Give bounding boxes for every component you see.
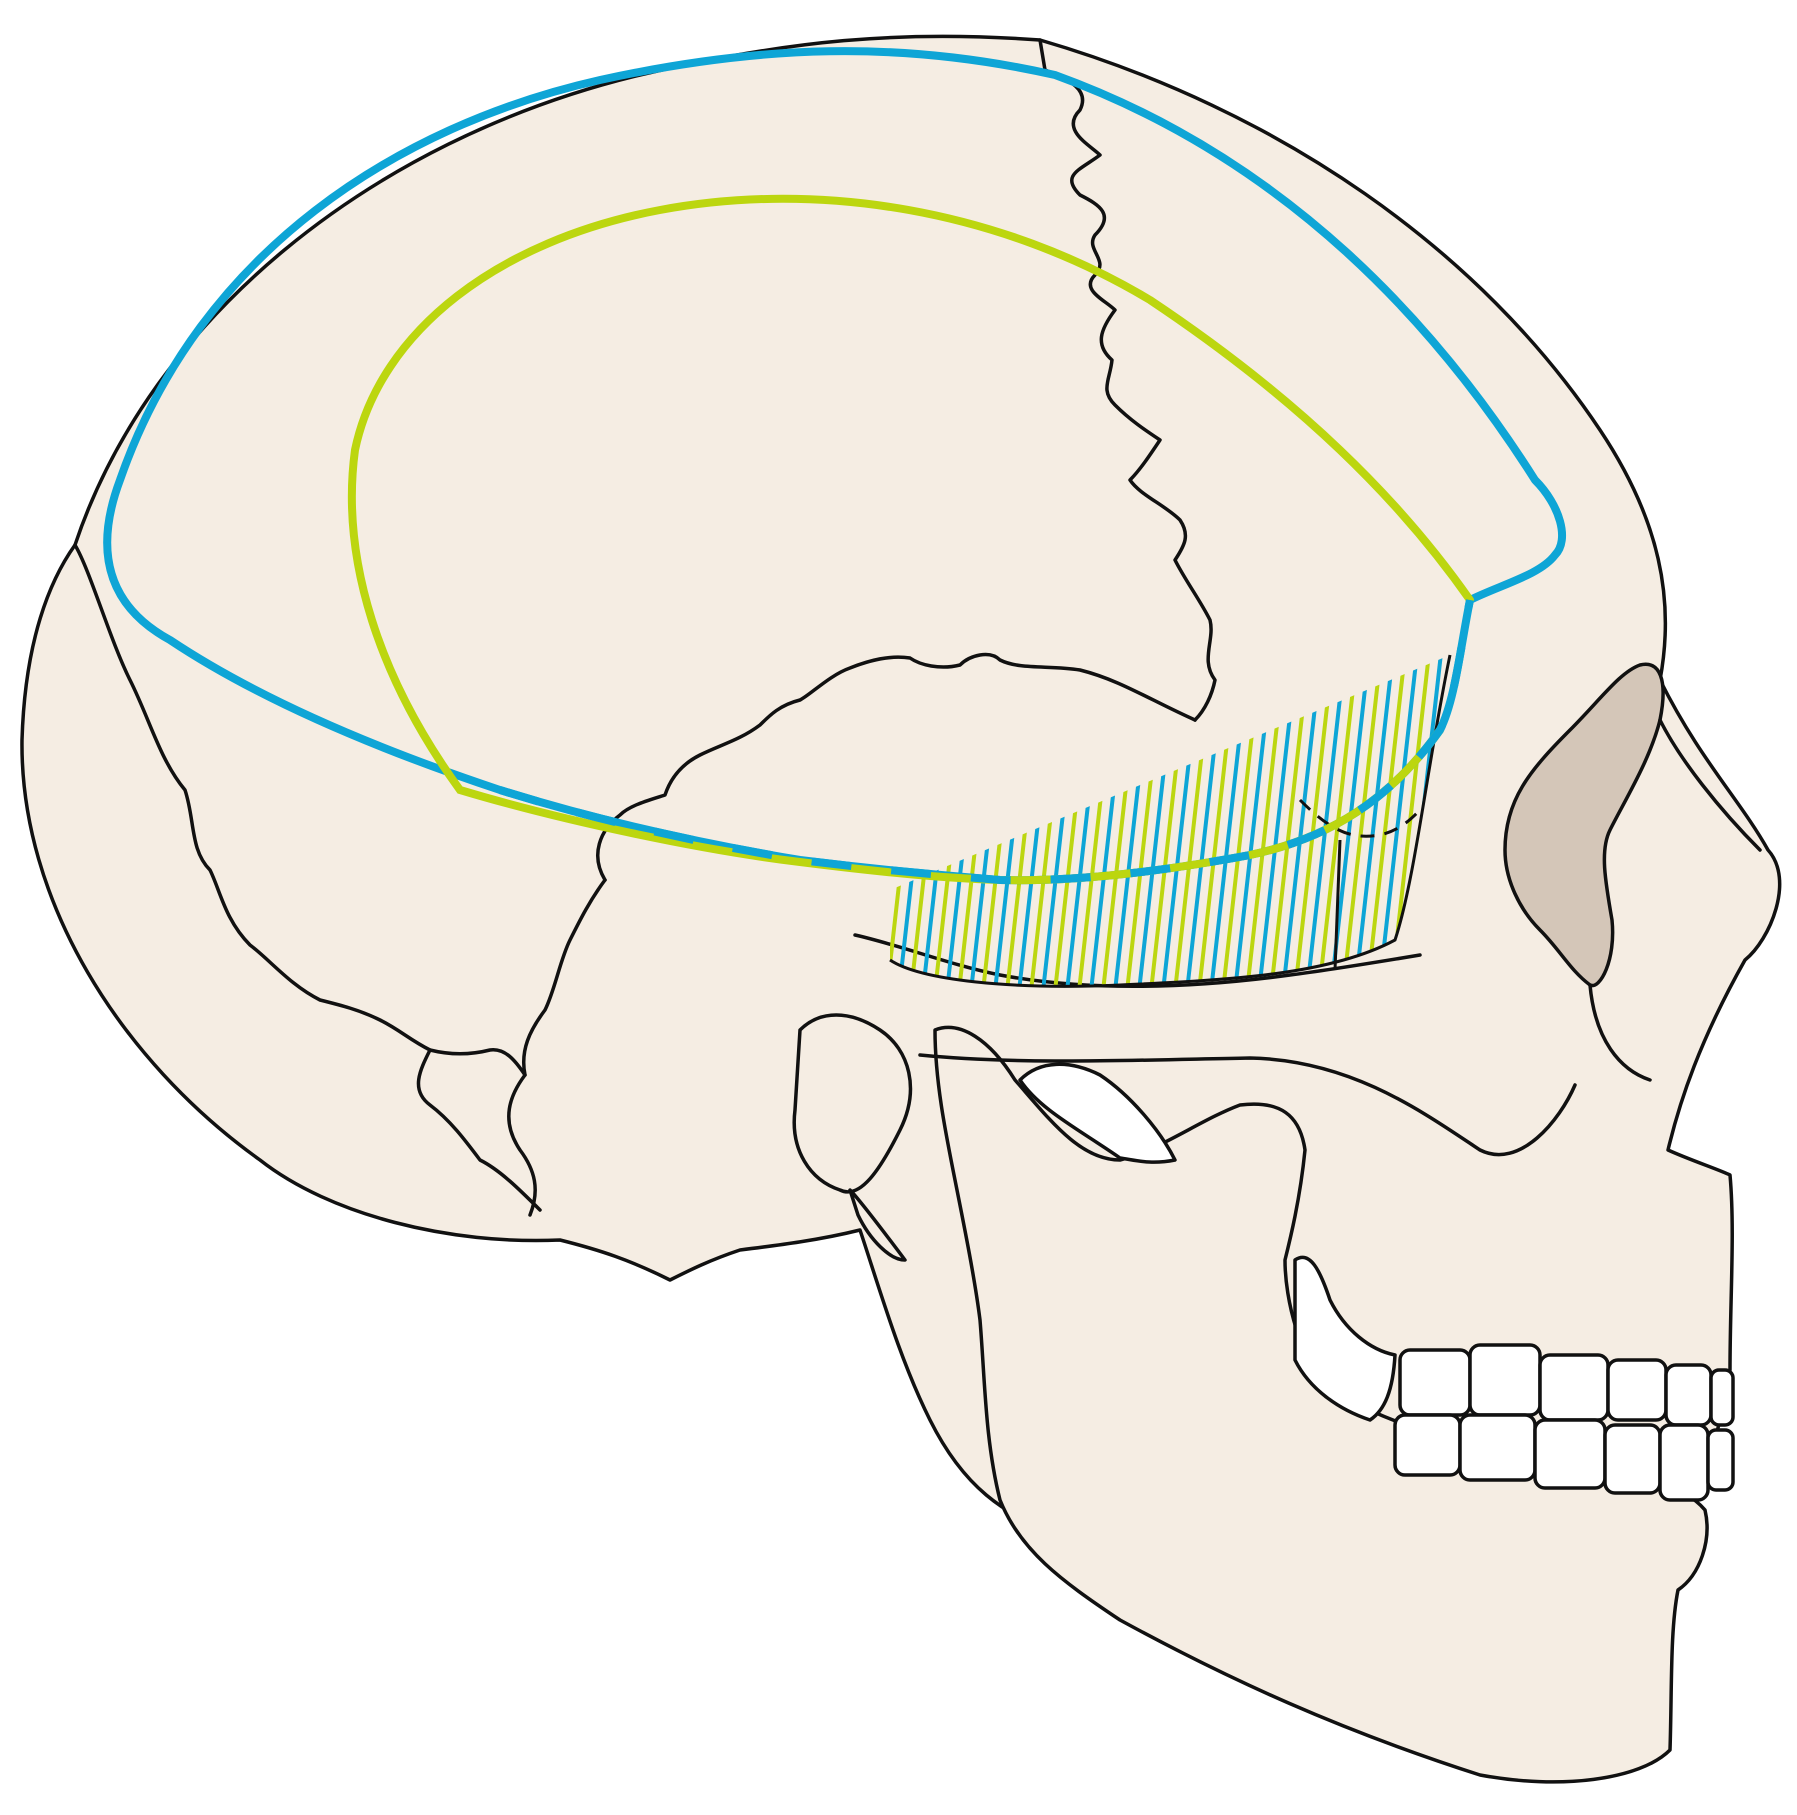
shared-boundary-dashes	[498, 599, 1474, 885]
teeth	[1293, 1255, 1735, 1502]
squamous-suture	[596, 652, 1197, 882]
lambdoid-suture	[73, 543, 527, 1077]
styloid-process	[848, 1188, 907, 1262]
mandible	[933, 1025, 1709, 1784]
hatched-region-border	[889, 654, 1452, 988]
nasal-bone-outline	[1658, 718, 1762, 852]
parietomastoid-suture	[416, 1048, 542, 1212]
zygomatic-arch-lower	[918, 1053, 1577, 1157]
cribriform-dash	[1298, 798, 1422, 838]
cranium-outline	[20, 34, 1782, 1542]
mastoid-process	[792, 1013, 913, 1194]
hatch-divider	[1333, 839, 1342, 971]
occipitomastoid-suture	[507, 878, 607, 1217]
coronal-suture	[1038, 38, 1217, 722]
sigmoid-notch	[1018, 1062, 1177, 1164]
inner-boundary-green	[347, 194, 1474, 885]
zygomatic-bone-outline	[1588, 983, 1652, 1082]
